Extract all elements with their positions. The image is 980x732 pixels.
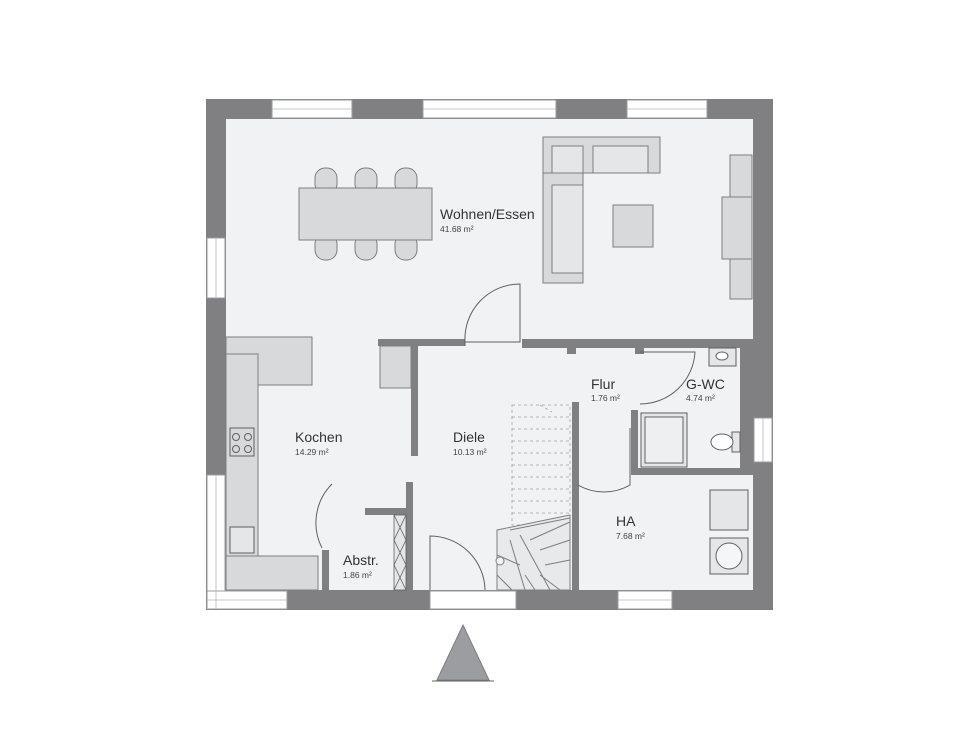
sink-kitchen-icon: [229, 526, 255, 554]
room-area-diele: 10.13 m²: [453, 447, 487, 457]
sofa-icon: [542, 136, 661, 284]
wall-kochen-diele: [411, 346, 418, 456]
tv-cabinet-icon: [721, 154, 753, 300]
wall-wc-flur: [740, 346, 753, 468]
door-ha: [577, 428, 631, 493]
stove-icon: [229, 427, 255, 457]
door-living: [464, 283, 521, 343]
room-name-gwc: G-WC: [686, 376, 725, 392]
room-area-kochen: 14.29 m²: [295, 447, 329, 457]
north-arrow-icon: [432, 623, 494, 682]
room-name-kochen: Kochen: [295, 429, 342, 445]
washing-machine-icon: [709, 489, 749, 575]
room-area-wohnen: 41.68 m²: [440, 224, 474, 234]
room-labels: Wohnen/Essen 41.68 m² Kochen 14.29 m² Di…: [295, 206, 725, 580]
sink-icon: [708, 347, 737, 367]
wall-abstr-left: [322, 550, 329, 592]
toilet-icon: [710, 431, 741, 453]
wall-living-diele-left: [378, 339, 465, 346]
doors: [315, 283, 696, 591]
room-name-wohnen: Wohnen/Essen: [440, 206, 535, 222]
room-name-ha: HA: [616, 513, 636, 529]
door-kochen: [315, 483, 333, 549]
room-area-flur: 1.76 m²: [591, 393, 620, 403]
window-bottom-door: [429, 590, 517, 610]
door-flur: [639, 351, 696, 405]
interior-walls: [322, 339, 753, 592]
staircase-icon: [495, 404, 571, 591]
storage-shelf-icon: [393, 514, 407, 591]
wall-abstr-vertical: [406, 482, 413, 592]
room-name-flur: Flur: [591, 376, 615, 392]
wall-wc-left: [631, 410, 638, 475]
room-area-abstr: 1.86 m²: [343, 570, 372, 580]
shower-icon: [640, 412, 688, 468]
room-area-ha: 7.68 m²: [616, 531, 645, 541]
wall-abstr-top: [365, 508, 413, 515]
wall-wc-ha: [631, 468, 753, 475]
room-name-abstr: Abstr.: [343, 552, 379, 568]
room-area-gwc: 4.74 m²: [686, 393, 715, 403]
door-entrance: [429, 535, 486, 591]
wall-stair: [572, 402, 579, 590]
coffee-table: [612, 204, 654, 248]
wall-living-diele-right: [522, 339, 753, 348]
dining-table-icon: [298, 167, 433, 261]
room-name-diele: Diele: [453, 429, 485, 445]
